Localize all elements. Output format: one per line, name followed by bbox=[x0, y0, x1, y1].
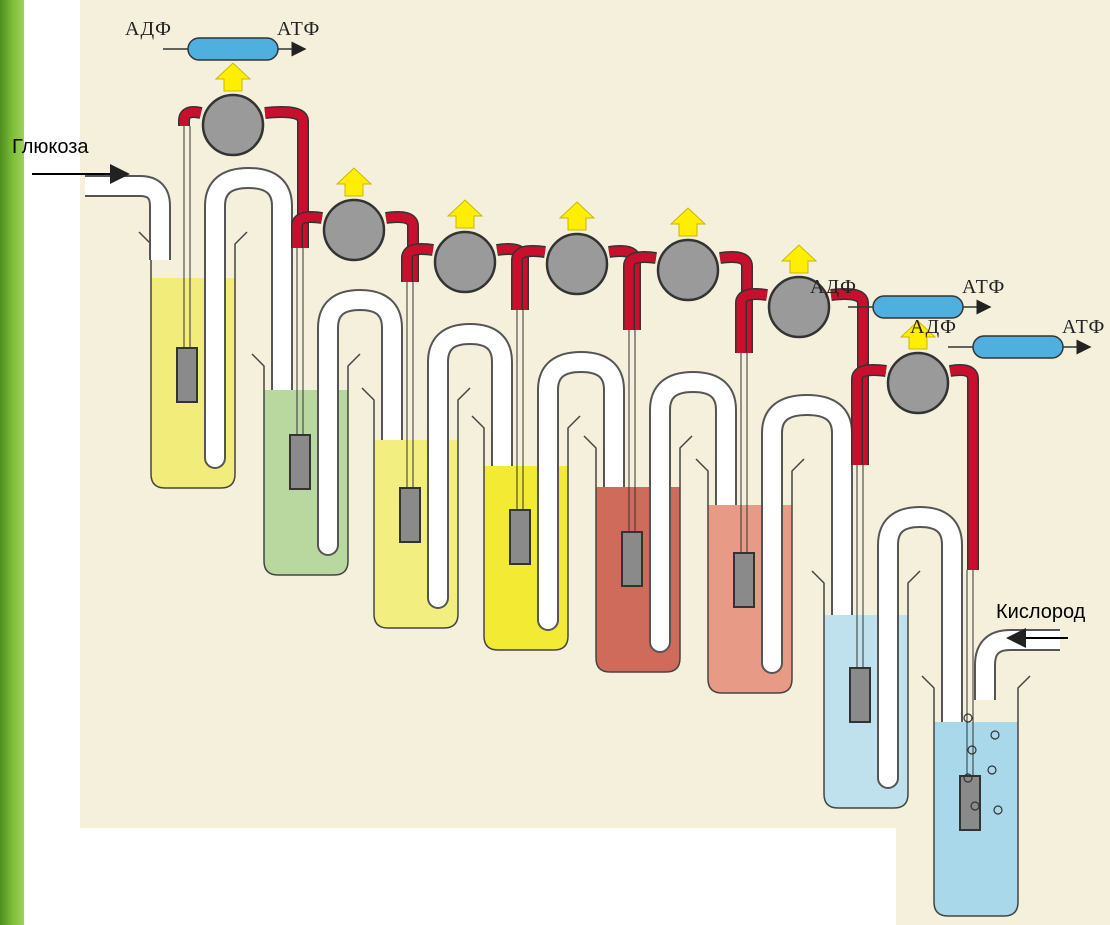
oxygen-label: Кислород bbox=[996, 601, 1086, 623]
atp-label: АТФ bbox=[277, 18, 320, 40]
electrode bbox=[733, 552, 755, 608]
oxygen-bubble bbox=[963, 773, 973, 783]
salt-bridge-inner bbox=[763, 395, 851, 787]
red-wire bbox=[719, 252, 752, 353]
stage-6 bbox=[695, 244, 869, 789]
motor bbox=[767, 275, 831, 339]
oxygen-bubble bbox=[967, 745, 977, 755]
energy-arrow bbox=[899, 320, 937, 350]
red-wire bbox=[512, 246, 546, 310]
salt-bridge-inner bbox=[539, 352, 623, 651]
red-wire bbox=[402, 244, 434, 282]
oxygen-bubble bbox=[990, 730, 1000, 740]
motor bbox=[201, 93, 265, 157]
electrode bbox=[289, 434, 311, 490]
left-accent-bar bbox=[0, 0, 24, 925]
beaker bbox=[921, 675, 1031, 917]
atp-label: АТФ bbox=[962, 276, 1005, 298]
stage-5 bbox=[583, 207, 753, 674]
beaker bbox=[361, 387, 471, 629]
salt-bridge-inner bbox=[429, 324, 511, 629]
adp-atp-conversion-1: АДФ АТФ bbox=[125, 18, 320, 61]
electrode bbox=[849, 667, 871, 723]
glucose-inlet: Глюкоза bbox=[12, 136, 130, 184]
salt-bridge-inner bbox=[319, 290, 401, 607]
oxygen-bubble bbox=[970, 801, 980, 811]
energy-arrow bbox=[335, 167, 373, 197]
enzyme-bar bbox=[972, 335, 1064, 359]
beaker bbox=[251, 353, 361, 576]
adp-atp-conversion-2: АДФ АТФ bbox=[810, 276, 1005, 319]
energy-arrow bbox=[669, 207, 707, 237]
salt-bridge-inner bbox=[206, 168, 291, 554]
stage-8 bbox=[921, 570, 1031, 917]
red-wire bbox=[385, 212, 418, 282]
motor bbox=[433, 230, 497, 294]
adp-label: АДФ bbox=[910, 316, 957, 338]
beaker bbox=[471, 415, 581, 651]
atp-label: АТФ bbox=[1062, 316, 1105, 338]
red-wire bbox=[179, 107, 203, 126]
glucose-label: Глюкоза bbox=[12, 136, 89, 158]
glucose-pipe-inner bbox=[85, 177, 169, 260]
motor bbox=[545, 232, 609, 296]
electrode bbox=[399, 487, 421, 543]
enzyme-bar bbox=[187, 37, 279, 61]
energy-arrow bbox=[780, 244, 818, 274]
stage-7 bbox=[811, 320, 979, 897]
salt-bridge-inner bbox=[879, 507, 961, 895]
red-wire bbox=[736, 289, 768, 353]
adp-label: АДФ bbox=[810, 276, 857, 298]
stage-3 bbox=[361, 199, 529, 631]
stages-layer bbox=[85, 62, 1060, 917]
enzyme-bar bbox=[872, 295, 964, 319]
red-wire bbox=[624, 252, 657, 330]
energy-arrow bbox=[558, 201, 596, 231]
motor bbox=[322, 198, 386, 262]
stage-1 bbox=[138, 62, 309, 556]
motor bbox=[886, 351, 950, 415]
oxygen-bubble bbox=[993, 805, 1003, 815]
energy-arrow bbox=[214, 62, 252, 92]
stage-2 bbox=[251, 167, 419, 609]
motor bbox=[656, 238, 720, 302]
beaker bbox=[138, 231, 248, 489]
beaker bbox=[695, 458, 805, 694]
salt-bridge-inner bbox=[651, 372, 735, 672]
beaker bbox=[811, 570, 921, 809]
adp-atp-conversion-3: АДФ АТФ bbox=[910, 316, 1105, 359]
red-wire bbox=[949, 365, 978, 570]
energy-arrow bbox=[446, 199, 484, 229]
electrode bbox=[621, 531, 643, 587]
red-wire bbox=[830, 289, 868, 465]
oxygen-bubble bbox=[963, 713, 973, 723]
adp-label: АДФ bbox=[125, 18, 172, 40]
blank-area bbox=[80, 828, 896, 925]
oxygen-bubble bbox=[987, 765, 997, 775]
red-wire bbox=[292, 212, 323, 248]
electrode bbox=[509, 509, 531, 565]
red-wire bbox=[264, 107, 308, 248]
electrode bbox=[176, 347, 198, 403]
oxygen-inlet: Кислород bbox=[996, 601, 1086, 648]
electrode bbox=[959, 775, 981, 831]
beaker bbox=[583, 435, 693, 673]
red-wire bbox=[852, 365, 887, 465]
